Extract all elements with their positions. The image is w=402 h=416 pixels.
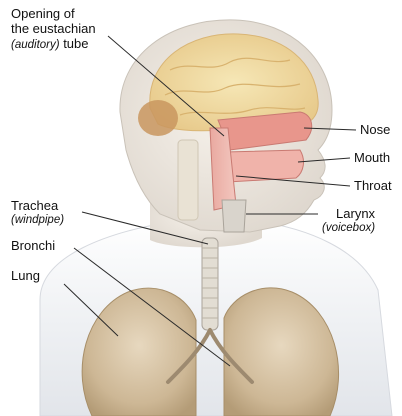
- cerebellum: [138, 100, 178, 136]
- label-trachea-name: Trachea: [11, 198, 64, 213]
- label-larynx: Larynx (voicebox): [322, 206, 375, 236]
- label-eustachian-line2: the eustachian: [11, 21, 96, 36]
- oral-cavity: [225, 150, 303, 182]
- larynx: [222, 200, 246, 232]
- cervical-spine: [178, 140, 198, 220]
- label-eustachian-rest: tube: [60, 36, 89, 51]
- label-bronchi: Bronchi: [11, 238, 55, 253]
- label-eustachian-tube: Opening of the eustachian (auditory) tub…: [11, 6, 96, 53]
- label-mouth: Mouth: [354, 150, 390, 165]
- label-eustachian-line3: (auditory) tube: [11, 36, 96, 53]
- label-lung: Lung: [11, 268, 40, 283]
- label-nose: Nose: [360, 122, 390, 137]
- label-trachea-sub: (windpipe): [11, 213, 64, 228]
- label-eustachian-italic: (auditory): [11, 39, 60, 51]
- label-throat: Throat: [354, 178, 392, 193]
- label-eustachian-line1: Opening of: [11, 6, 96, 21]
- label-trachea: Trachea (windpipe): [11, 198, 64, 228]
- label-larynx-sub: (voicebox): [322, 221, 375, 236]
- label-larynx-name: Larynx: [322, 206, 375, 221]
- trachea: [202, 238, 218, 330]
